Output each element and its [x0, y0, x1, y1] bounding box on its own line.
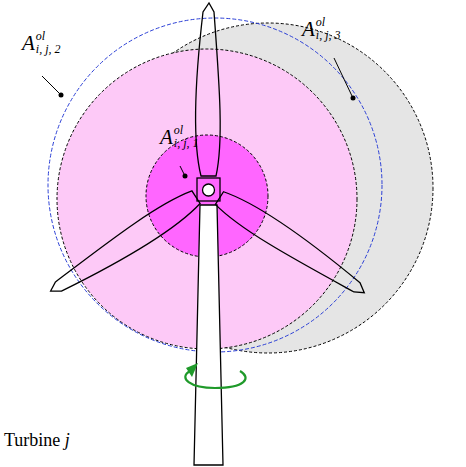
nacelle: [197, 178, 220, 201]
blades: [45, 3, 372, 302]
leader-line: [180, 166, 184, 174]
index-stack: oli, j, 1: [174, 124, 199, 150]
leader-line: [42, 76, 60, 94]
tower: [194, 205, 223, 465]
area-symbol: A: [160, 125, 173, 149]
hub: [203, 184, 215, 196]
turbine-index: j: [65, 430, 70, 450]
superscript: ol: [174, 124, 199, 137]
subscript: i, j, 3: [316, 29, 341, 42]
area-label: Aoli, j, 2: [22, 30, 61, 56]
leader-dot: [59, 93, 64, 98]
turbine-label: Turbine j: [4, 431, 466, 449]
subscript: i, j, 2: [36, 43, 61, 56]
area-symbol: A: [22, 31, 35, 55]
turbine-word: Turbine: [4, 430, 60, 450]
leader-dot: [183, 174, 188, 179]
leader-line: [334, 58, 352, 96]
area-label: Aoli, j, 3: [302, 16, 341, 42]
index-stack: oli, j, 3: [316, 16, 341, 42]
area-label: Aoli, j, 1: [160, 124, 199, 150]
arrow-head: [186, 363, 198, 377]
superscript: ol: [316, 16, 341, 29]
rotation-arrow: [185, 371, 245, 388]
leader-dot: [351, 96, 356, 101]
area-symbol: A: [302, 17, 315, 41]
index-stack: oli, j, 2: [36, 30, 61, 56]
superscript: ol: [36, 30, 61, 43]
subscript: i, j, 1: [174, 137, 199, 150]
